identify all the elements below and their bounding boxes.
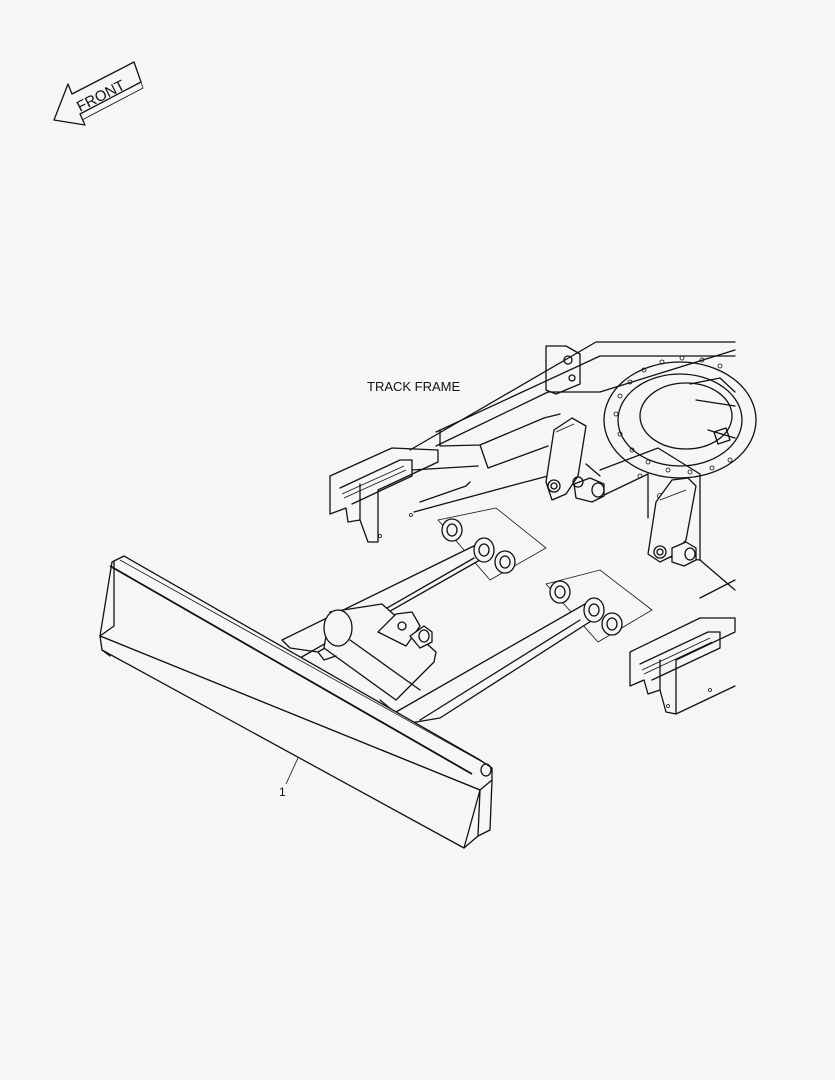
dozer-blade: [99, 555, 493, 849]
front-arrow: FRONT: [53, 61, 144, 126]
bushing-group-left: [437, 507, 547, 581]
track-frame-label: TRACK FRAME: [367, 379, 461, 394]
callout-1: 1: [279, 757, 299, 799]
track-frame: [329, 341, 757, 715]
bushing-group-right: [545, 569, 653, 643]
dozer-frame: [281, 537, 605, 725]
callout-1-label: 1: [279, 785, 286, 799]
